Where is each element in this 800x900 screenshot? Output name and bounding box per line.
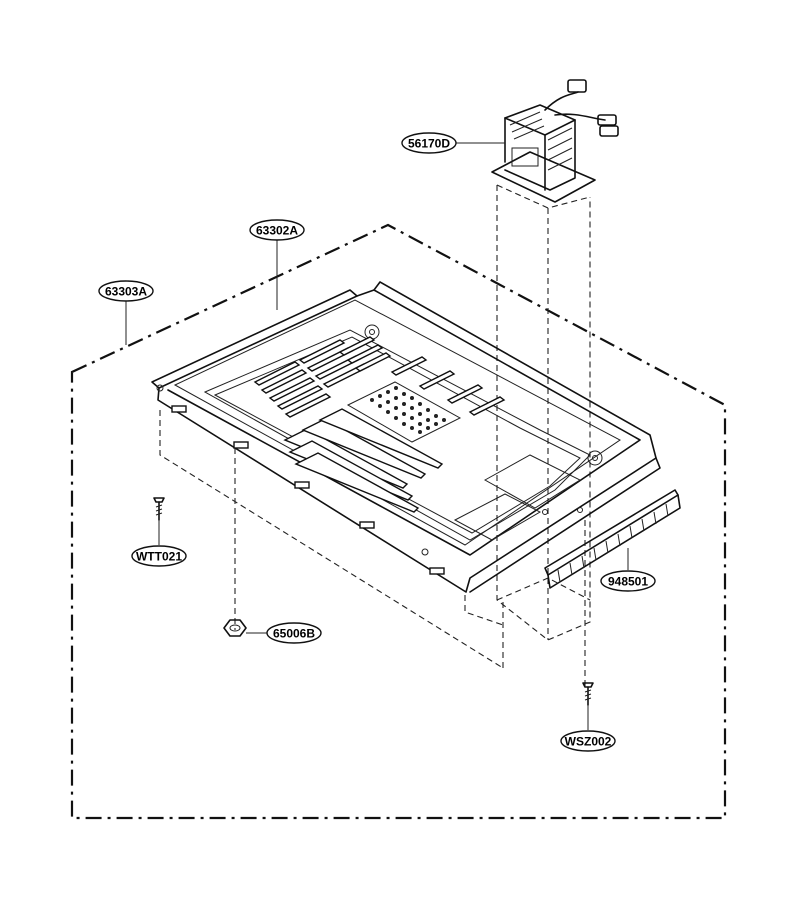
vent-slots-lower (283, 408, 444, 513)
callout-948501: 948501 (600, 570, 656, 592)
leader-lines (125, 142, 629, 730)
part-label: 65006B (273, 627, 315, 641)
callout-wtt021: WTT021 (131, 545, 187, 567)
callout-63302a: 63302A (249, 219, 305, 241)
plate-projection (159, 410, 586, 690)
vent-slots-upper (253, 336, 506, 418)
base-plate (151, 281, 661, 593)
callout-wsz002: WSZ002 (560, 730, 616, 752)
callout-65006b: 65006B (266, 622, 322, 644)
screw-wsz002 (582, 682, 594, 706)
part-label: 63302A (256, 224, 298, 238)
assembly-boundary (70, 223, 727, 820)
part-label: 63303A (105, 285, 147, 299)
gasket-strip (544, 489, 681, 589)
transformer (491, 79, 619, 203)
part-label: 948501 (608, 575, 648, 589)
nut-65006b (223, 619, 247, 637)
part-label: WTT021 (136, 550, 182, 564)
screw-wtt021 (153, 497, 165, 521)
part-label: WSZ002 (565, 735, 612, 749)
part-label: 56170D (408, 137, 450, 151)
perforated-grid (346, 381, 462, 443)
callout-56170d: 56170D (401, 132, 457, 154)
callout-63303a: 63303A (98, 280, 154, 302)
